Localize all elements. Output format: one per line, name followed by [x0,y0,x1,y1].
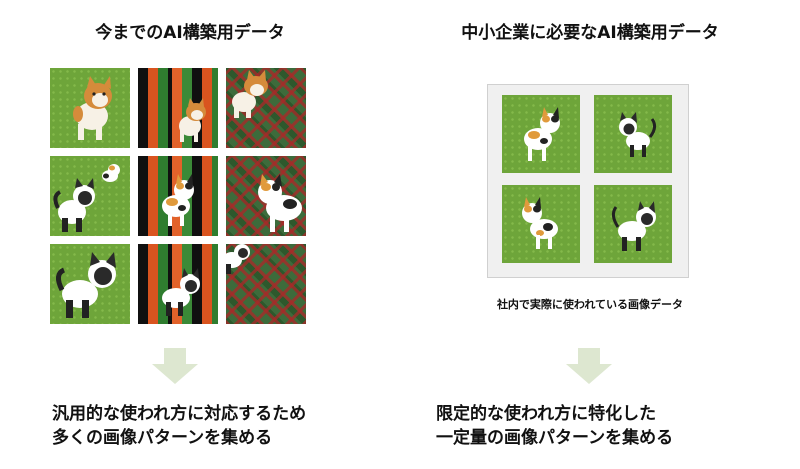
left-description-line1: 汎用的な使われ方に対応するため [52,404,307,424]
calico-cat-illustration [102,164,120,182]
siamese-cat-illustration [611,201,656,251]
image-tile-siamese-tartan [226,244,306,324]
panel-caption: 社内で実際に使われている画像データ [496,298,684,311]
company-image-panel [487,84,689,278]
image-tile-dog-green [50,68,130,148]
siamese-cat-illustration [53,178,95,232]
shiba-dog-illustration [73,76,112,140]
siamese-cat-illustration [619,112,657,157]
left-title: 今までのAI構築用データ [95,23,285,43]
right-title: 中小企業に必要なAI構築用データ [461,23,719,43]
image-tile-cat-stripes [138,156,218,236]
left-description-line2: 多くの画像パターンを集める [52,428,273,448]
image-tile-dog-tartan [226,68,306,148]
right-description-line2: 一定量の画像パターンを集める [436,428,674,448]
calico-cat-illustration [524,107,560,161]
calico-cat-illustration [258,174,302,232]
left-description: 汎用的な使われ方に対応するため 多くの画像パターンを集める [52,402,306,450]
shiba-dog-illustration [232,70,268,118]
siamese-cat-illustration [162,268,200,316]
siamese-cat-illustration [56,252,116,318]
image-tile-siamese-1 [594,95,672,173]
image-tile-siamese-stripes [138,244,218,324]
image-tile-calico-2 [502,185,580,263]
image-tile-cat-tartan [226,156,306,236]
image-tile-dog-stripes [138,68,218,148]
shiba-dog-illustration [179,98,206,142]
calico-cat-illustration [162,174,194,226]
image-tile-calico-1 [502,95,580,173]
image-tile-siamese-green [50,244,130,324]
image-tile-cats-green [50,156,130,236]
calico-cat-illustration [522,197,558,249]
right-description-line1: 限定的な使われ方に特化した [436,404,657,424]
generic-image-grid [50,68,316,326]
siamese-cat-illustration [226,244,250,274]
right-description: 限定的な使われ方に特化した 一定量の画像パターンを集める [436,402,673,450]
image-tile-siamese-2 [594,185,672,263]
